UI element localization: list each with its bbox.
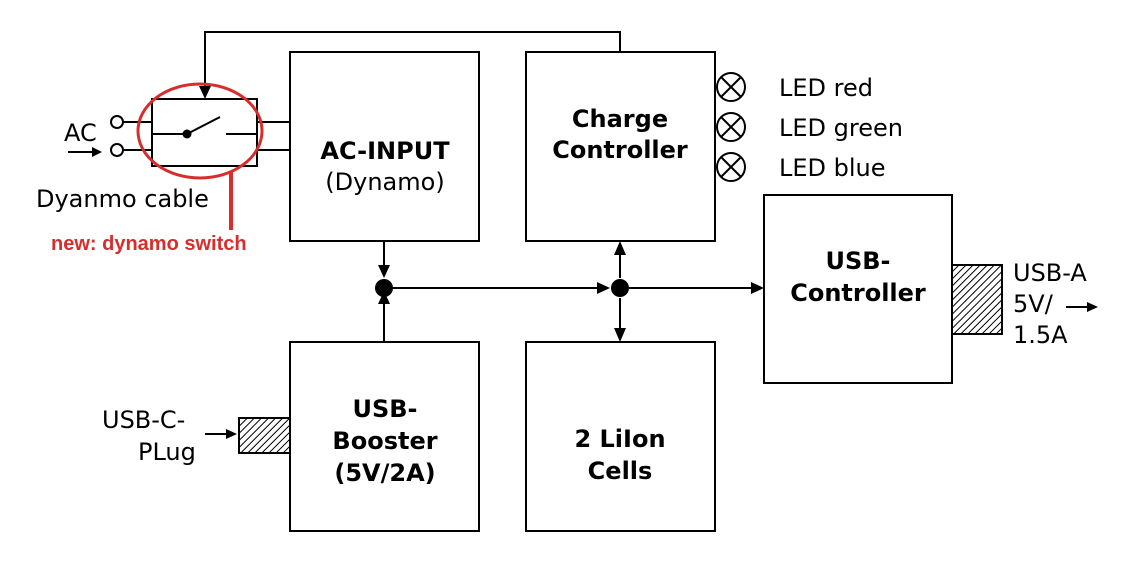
usb-booster-title-1: USB-	[352, 395, 417, 423]
ac-terminal-bottom	[110, 143, 124, 157]
feedback-wire	[204, 31, 621, 86]
junction-left	[375, 279, 393, 297]
node-to-charge-arrow	[614, 241, 626, 255]
usb-booster-block	[289, 341, 480, 532]
usb-c-label-2: PLug	[138, 438, 196, 466]
ac-arrow-head	[92, 147, 102, 157]
switch-blade	[186, 116, 221, 135]
led-green-label: LED green	[779, 114, 903, 142]
ac-label: AC	[64, 119, 97, 147]
usb-a-label-2: 5V/	[1013, 290, 1054, 318]
ac-terminal-top	[110, 115, 124, 129]
liion-cells-title-2: Cells	[588, 457, 653, 485]
led-green-icon	[716, 112, 746, 142]
ac-input-to-node-arrow	[378, 265, 390, 278]
led-red-icon	[716, 72, 746, 102]
ac-input-block	[289, 51, 480, 242]
usb-controller-title-2: Controller	[790, 279, 926, 307]
usb-c-port-icon	[238, 417, 291, 454]
usb-booster-title-2: Booster	[332, 427, 437, 455]
dynamo-switch-box	[151, 98, 258, 167]
highlight-ellipse	[136, 82, 264, 180]
charge-controller-title-1: Charge	[572, 105, 668, 133]
usb-controller-block	[763, 194, 953, 384]
usb-c-arrow-head	[226, 429, 237, 439]
junction-right	[611, 279, 629, 297]
dynamo-cable-label: Dyanmo cable	[36, 185, 209, 213]
liion-cells-block	[525, 341, 716, 532]
led-red-label: LED red	[779, 74, 873, 102]
usb-booster-title-3: (5V/2A)	[334, 459, 435, 487]
led-blue-label: LED blue	[779, 154, 886, 182]
charge-controller-title-2: Controller	[552, 136, 688, 164]
usb-controller-title-1: USB-	[825, 247, 890, 275]
usb-a-label-3: 1.5A	[1013, 321, 1068, 349]
usb-c-label-1: USB-C-	[102, 406, 185, 434]
usb-a-port-icon	[951, 264, 1003, 335]
usb-a-label-1: USB-A	[1013, 259, 1087, 287]
feedback-arrow	[199, 86, 211, 99]
bus-arrow-right	[597, 282, 610, 294]
booster-to-node-arrow	[378, 291, 390, 304]
bus-to-usb-controller-arrow	[751, 282, 764, 294]
liion-cells-title-1: 2 LiIon	[574, 425, 665, 453]
led-blue-icon	[716, 152, 746, 182]
usb-a-arrow-head	[1087, 302, 1098, 312]
node-to-cells-arrow	[614, 328, 626, 342]
ac-input-subtitle: (Dynamo)	[325, 168, 444, 196]
annotation-new-dynamo-switch: new: dynamo switch	[51, 233, 247, 255]
charge-controller-block	[525, 51, 716, 242]
ac-input-title: AC-INPUT	[320, 137, 450, 165]
